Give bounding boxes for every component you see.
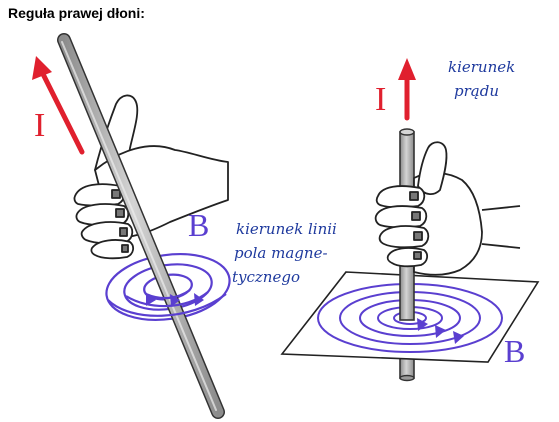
left-note-line-1: kierunek linii [236, 220, 337, 238]
left-note-line-2: pola magne- [234, 244, 328, 262]
left-current-label: I [34, 107, 45, 144]
page-title: Reguła prawej dłoni: [8, 5, 145, 21]
left-conductor-rod [57, 33, 225, 419]
left-scene: I [32, 33, 337, 419]
right-current-note: kierunek prądu [448, 58, 515, 100]
right-scene: I kierunek prądu [280, 58, 540, 382]
right-note-line-2: prądu [454, 82, 499, 100]
left-current-arrow [32, 56, 85, 155]
left-field-label: B [188, 207, 209, 243]
right-hand [374, 141, 521, 276]
left-field-note: kierunek linii pola magne- tycznego [232, 220, 337, 286]
right-current-label: I [375, 81, 386, 118]
right-field-label: B [504, 333, 525, 369]
right-field-direction-arrows [417, 318, 464, 344]
left-field-lines-front [107, 289, 227, 317]
right-note-line-1: kierunek [448, 58, 515, 76]
left-note-line-3: tycznego [232, 268, 300, 286]
right-current-arrow [398, 58, 416, 121]
left-field-direction-arrows [146, 293, 204, 307]
